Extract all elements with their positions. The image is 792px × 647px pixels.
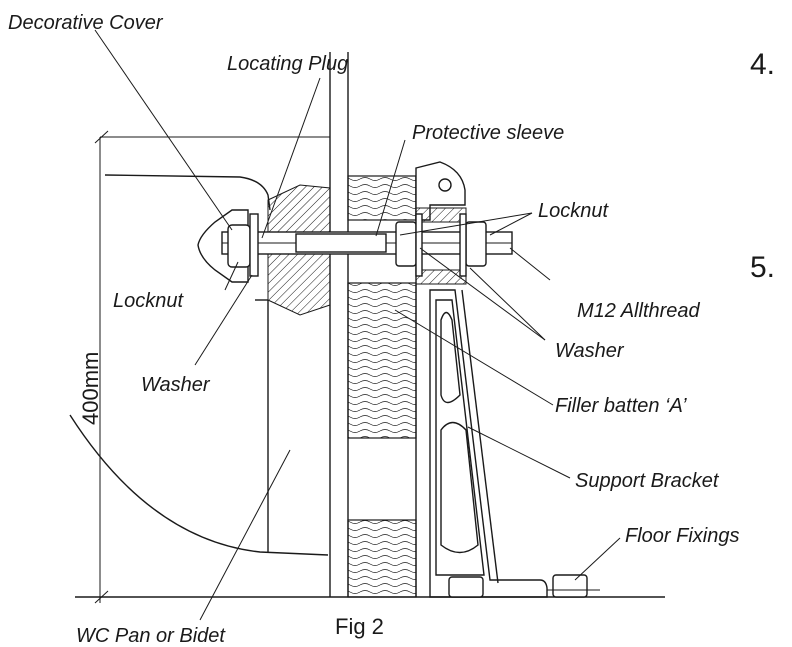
bracket-nut-housing [415, 207, 467, 285]
leader-lines [94, 29, 621, 621]
left-hardware [197, 209, 259, 283]
right-hardware [395, 213, 487, 277]
step-number-4: 4. [750, 48, 775, 81]
label-m12-allthread: M12 Allthread [577, 300, 701, 322]
m12-allthread-rod [221, 231, 513, 255]
label-washer-right: Washer [555, 340, 625, 362]
label-protective-sleeve: Protective sleeve [412, 122, 564, 144]
label-floor-fixings: Floor Fixings [625, 525, 739, 547]
step-number-5: 5. [750, 251, 775, 284]
label-wc-pan: WC Pan or Bidet [76, 625, 226, 647]
floor-fixings [448, 574, 600, 598]
dimension-400mm: 400mm [78, 130, 330, 604]
label-locating-plug: Locating Plug [227, 53, 348, 75]
dimension-label: 400mm [78, 352, 103, 425]
label-locknut-right: Locknut [538, 200, 609, 222]
label-decorative-cover: Decorative Cover [8, 12, 164, 34]
support-bracket [415, 161, 548, 598]
label-support-bracket: Support Bracket [575, 470, 720, 492]
label-washer-left: Washer [141, 374, 211, 396]
filler-batten [347, 175, 417, 598]
wc-pan [69, 174, 329, 556]
figure-caption: Fig 2 [335, 614, 384, 639]
label-locknut-left: Locknut [113, 290, 184, 312]
wall [329, 52, 349, 597]
label-filler-batten: Filler batten ‘A’ [555, 395, 687, 417]
